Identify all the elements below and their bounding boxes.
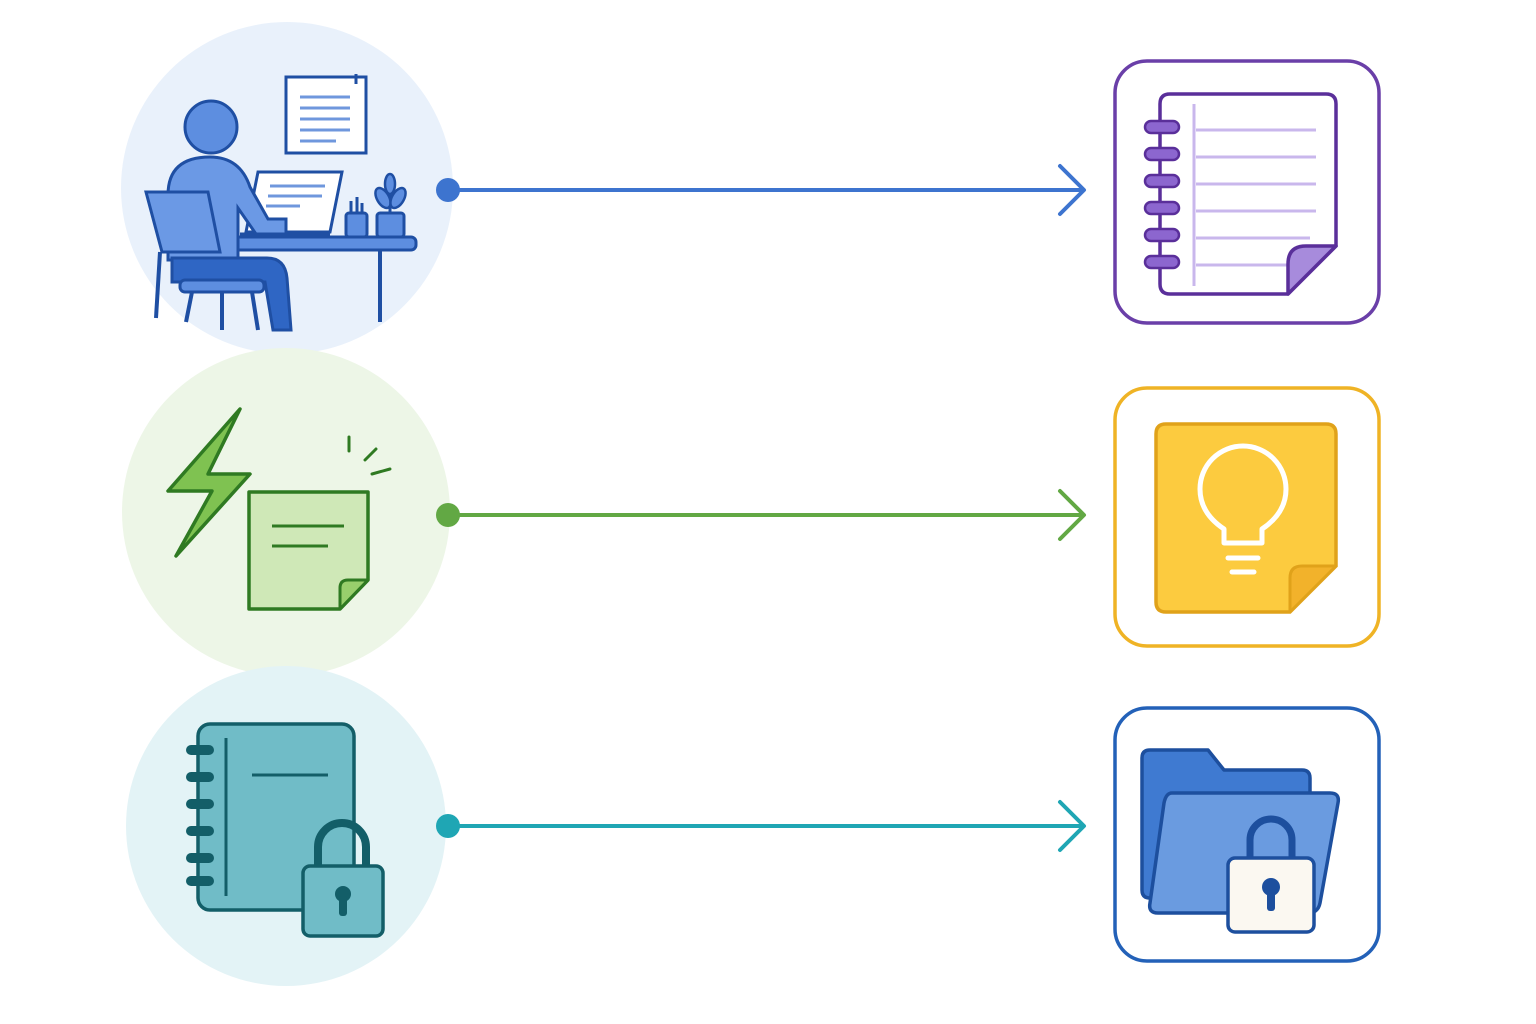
arrowhead-icon (1058, 489, 1086, 541)
arrowhead-icon (1058, 800, 1086, 852)
lightning-sticky-note-icon (122, 348, 450, 676)
connector-arrow-private (436, 800, 1086, 852)
arrowhead-icon (1058, 164, 1086, 216)
person-at-desk-icon (121, 22, 453, 354)
diagram-row-private (126, 666, 1381, 986)
connector-arrow-quick-ideas (436, 489, 1086, 541)
diagram-row-quick-ideas (122, 348, 1381, 676)
lightbulb-note-app-icon (1113, 386, 1381, 648)
diagram-row-work (121, 22, 1381, 354)
connector-arrow-work (436, 164, 1086, 216)
locked-folder-app-icon (1113, 706, 1381, 963)
spiral-notebook-app-icon (1113, 59, 1381, 325)
locked-notebook-icon (126, 666, 446, 986)
